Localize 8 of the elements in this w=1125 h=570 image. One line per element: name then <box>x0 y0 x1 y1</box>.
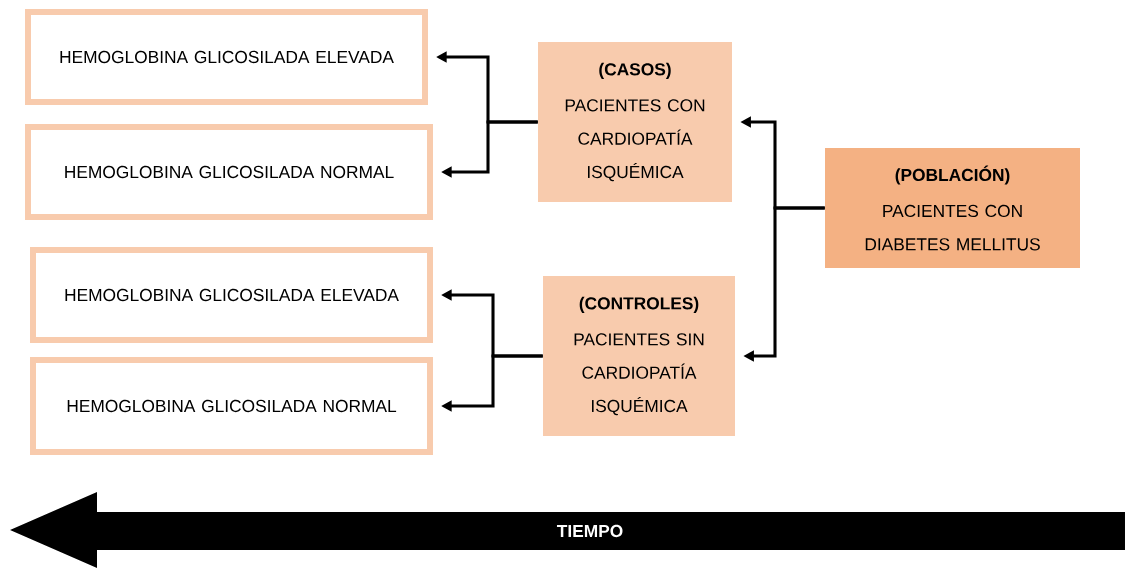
group-box: (CONTROLES) PACIENTES SIN CARDIOPATÍA ISQUÉMICA <box>543 276 735 436</box>
group-box: (CASOS) PACIENTES CON CARDIOPATÍA ISQUÉMICA <box>538 42 732 202</box>
result-box: HEMOGLOBINA GLICOSILADA ELEVADA <box>25 9 428 105</box>
arrow-label: TIEMPO <box>556 524 623 538</box>
result-box: HEMOGLOBINA GLICOSILADA ELEVADA <box>30 247 433 343</box>
population-box: (POBLACIÓN) PACIENTES CON DIABETES MELLITUS <box>825 148 1080 268</box>
result-box: HEMOGLOBINA GLICOSILADA NORMAL <box>25 124 433 220</box>
result-box: HEMOGLOBINA GLICOSILADA NORMAL <box>30 357 433 455</box>
